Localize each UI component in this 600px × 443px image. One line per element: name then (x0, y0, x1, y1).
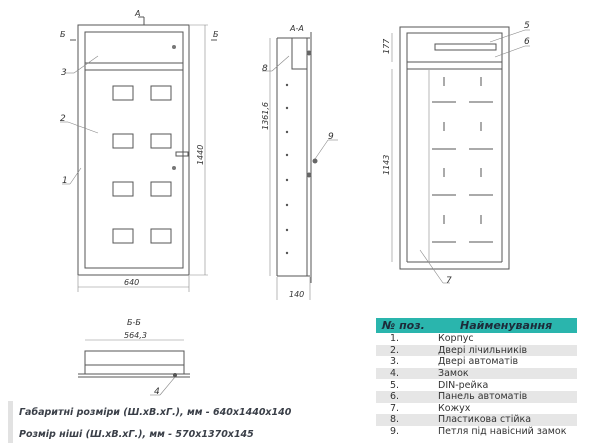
row-number: 3. (390, 356, 400, 368)
callout-7: 7 (446, 276, 452, 286)
meter-window (112, 181, 134, 197)
callout-8: 8 (262, 64, 268, 74)
section-width-dimension: 564,3 (124, 331, 147, 340)
row-number: 2. (390, 344, 400, 356)
row-number: 9. (390, 426, 400, 438)
section-b-right-label: Б (213, 30, 219, 39)
width-dimension: 640 (124, 278, 139, 287)
callout-3: 3 (61, 68, 67, 78)
row-name: Двері лічильників (438, 344, 528, 356)
side-view: А-А 1361,6 140 8 9 (261, 24, 338, 300)
table-row: 3. Двері автоматів (376, 356, 577, 368)
meter-window (112, 228, 134, 244)
table-header: № поз. Найменування (376, 318, 577, 333)
interior-view: 177 1143 5 6 7 (382, 21, 530, 286)
row-name: Пластикова стійка (438, 414, 532, 426)
table-row: 2. Двері лічильників (376, 344, 577, 357)
table-row: 4. Замок (376, 367, 577, 380)
row-name: Кожух (438, 402, 471, 414)
interior-height-dimension: 1143 (382, 155, 391, 175)
front-view: А Б Б 640 1440 3 2 1 (60, 9, 219, 292)
side-height-dimension: 1361,6 (261, 102, 270, 130)
section-view-title: Б-Б (127, 318, 141, 327)
row-name: Петля під навісний замок (438, 426, 567, 438)
callout-1: 1 (62, 176, 68, 186)
table-row: 9. Петля під навісний замок (376, 426, 577, 438)
mount-point (285, 106, 289, 110)
section-a-label: А (134, 9, 140, 18)
meter-window (150, 228, 172, 244)
row-name: Двері автоматів (438, 356, 519, 368)
mount-point (285, 203, 289, 207)
section-view: Б-Б 564,3 4 (78, 318, 190, 397)
row-number: 6. (390, 391, 400, 403)
table-row: 7. Кожух (376, 403, 577, 415)
mount-point (285, 130, 289, 134)
table-row: 6. Панель автоматів (376, 390, 577, 403)
table-row: 8. Пластикова стійка (376, 414, 577, 426)
row-name: Корпус (438, 333, 474, 345)
meter-window (150, 181, 172, 197)
row-name: DIN-рейка (438, 379, 489, 391)
row-number: 7. (390, 402, 400, 414)
mount-point (285, 153, 289, 157)
table-row: 5. DIN-рейка (376, 379, 577, 391)
row-number: 4. (390, 368, 400, 380)
top-dimension: 177 (382, 38, 391, 54)
meter-window (112, 133, 134, 149)
side-depth-dimension: 140 (289, 290, 304, 299)
parts-table: № поз. Найменування 1. Корпус 2. Двері лічи… (376, 318, 577, 437)
callout-9: 9 (328, 132, 334, 142)
header-name: Найменування (460, 319, 553, 332)
meter-window (112, 85, 134, 101)
height-dimension: 1440 (196, 145, 205, 165)
niche-dimensions: Розмір ніші (Ш.хВ.хГ.), мм - 570x1370x14… (19, 429, 254, 440)
row-number: 8. (390, 414, 400, 426)
callout-5: 5 (524, 21, 530, 31)
row-name: Панель автоматів (438, 391, 528, 403)
side-view-title: А-А (289, 24, 304, 33)
row-number: 5. (390, 379, 400, 391)
mount-point (285, 178, 289, 182)
header-position: № поз. (382, 319, 425, 332)
specs: Габаритні розміри (Ш.хВ.хГ.), мм - 640x1… (8, 401, 291, 443)
mount-point (285, 251, 289, 255)
meter-window (150, 133, 172, 149)
overall-dimensions: Габаритні розміри (Ш.хВ.хГ.), мм - 640x1… (19, 407, 292, 418)
mount-point (285, 228, 289, 232)
callout-2: 2 (60, 114, 66, 124)
meter-window (150, 85, 172, 101)
row-name: Замок (438, 368, 469, 380)
section-b-left-label: Б (60, 30, 66, 39)
row-number: 1. (390, 333, 400, 345)
mount-point (285, 83, 289, 87)
callout-4: 4 (154, 387, 160, 397)
table-row: 1. Корпус (376, 333, 577, 345)
callout-6: 6 (524, 37, 530, 47)
